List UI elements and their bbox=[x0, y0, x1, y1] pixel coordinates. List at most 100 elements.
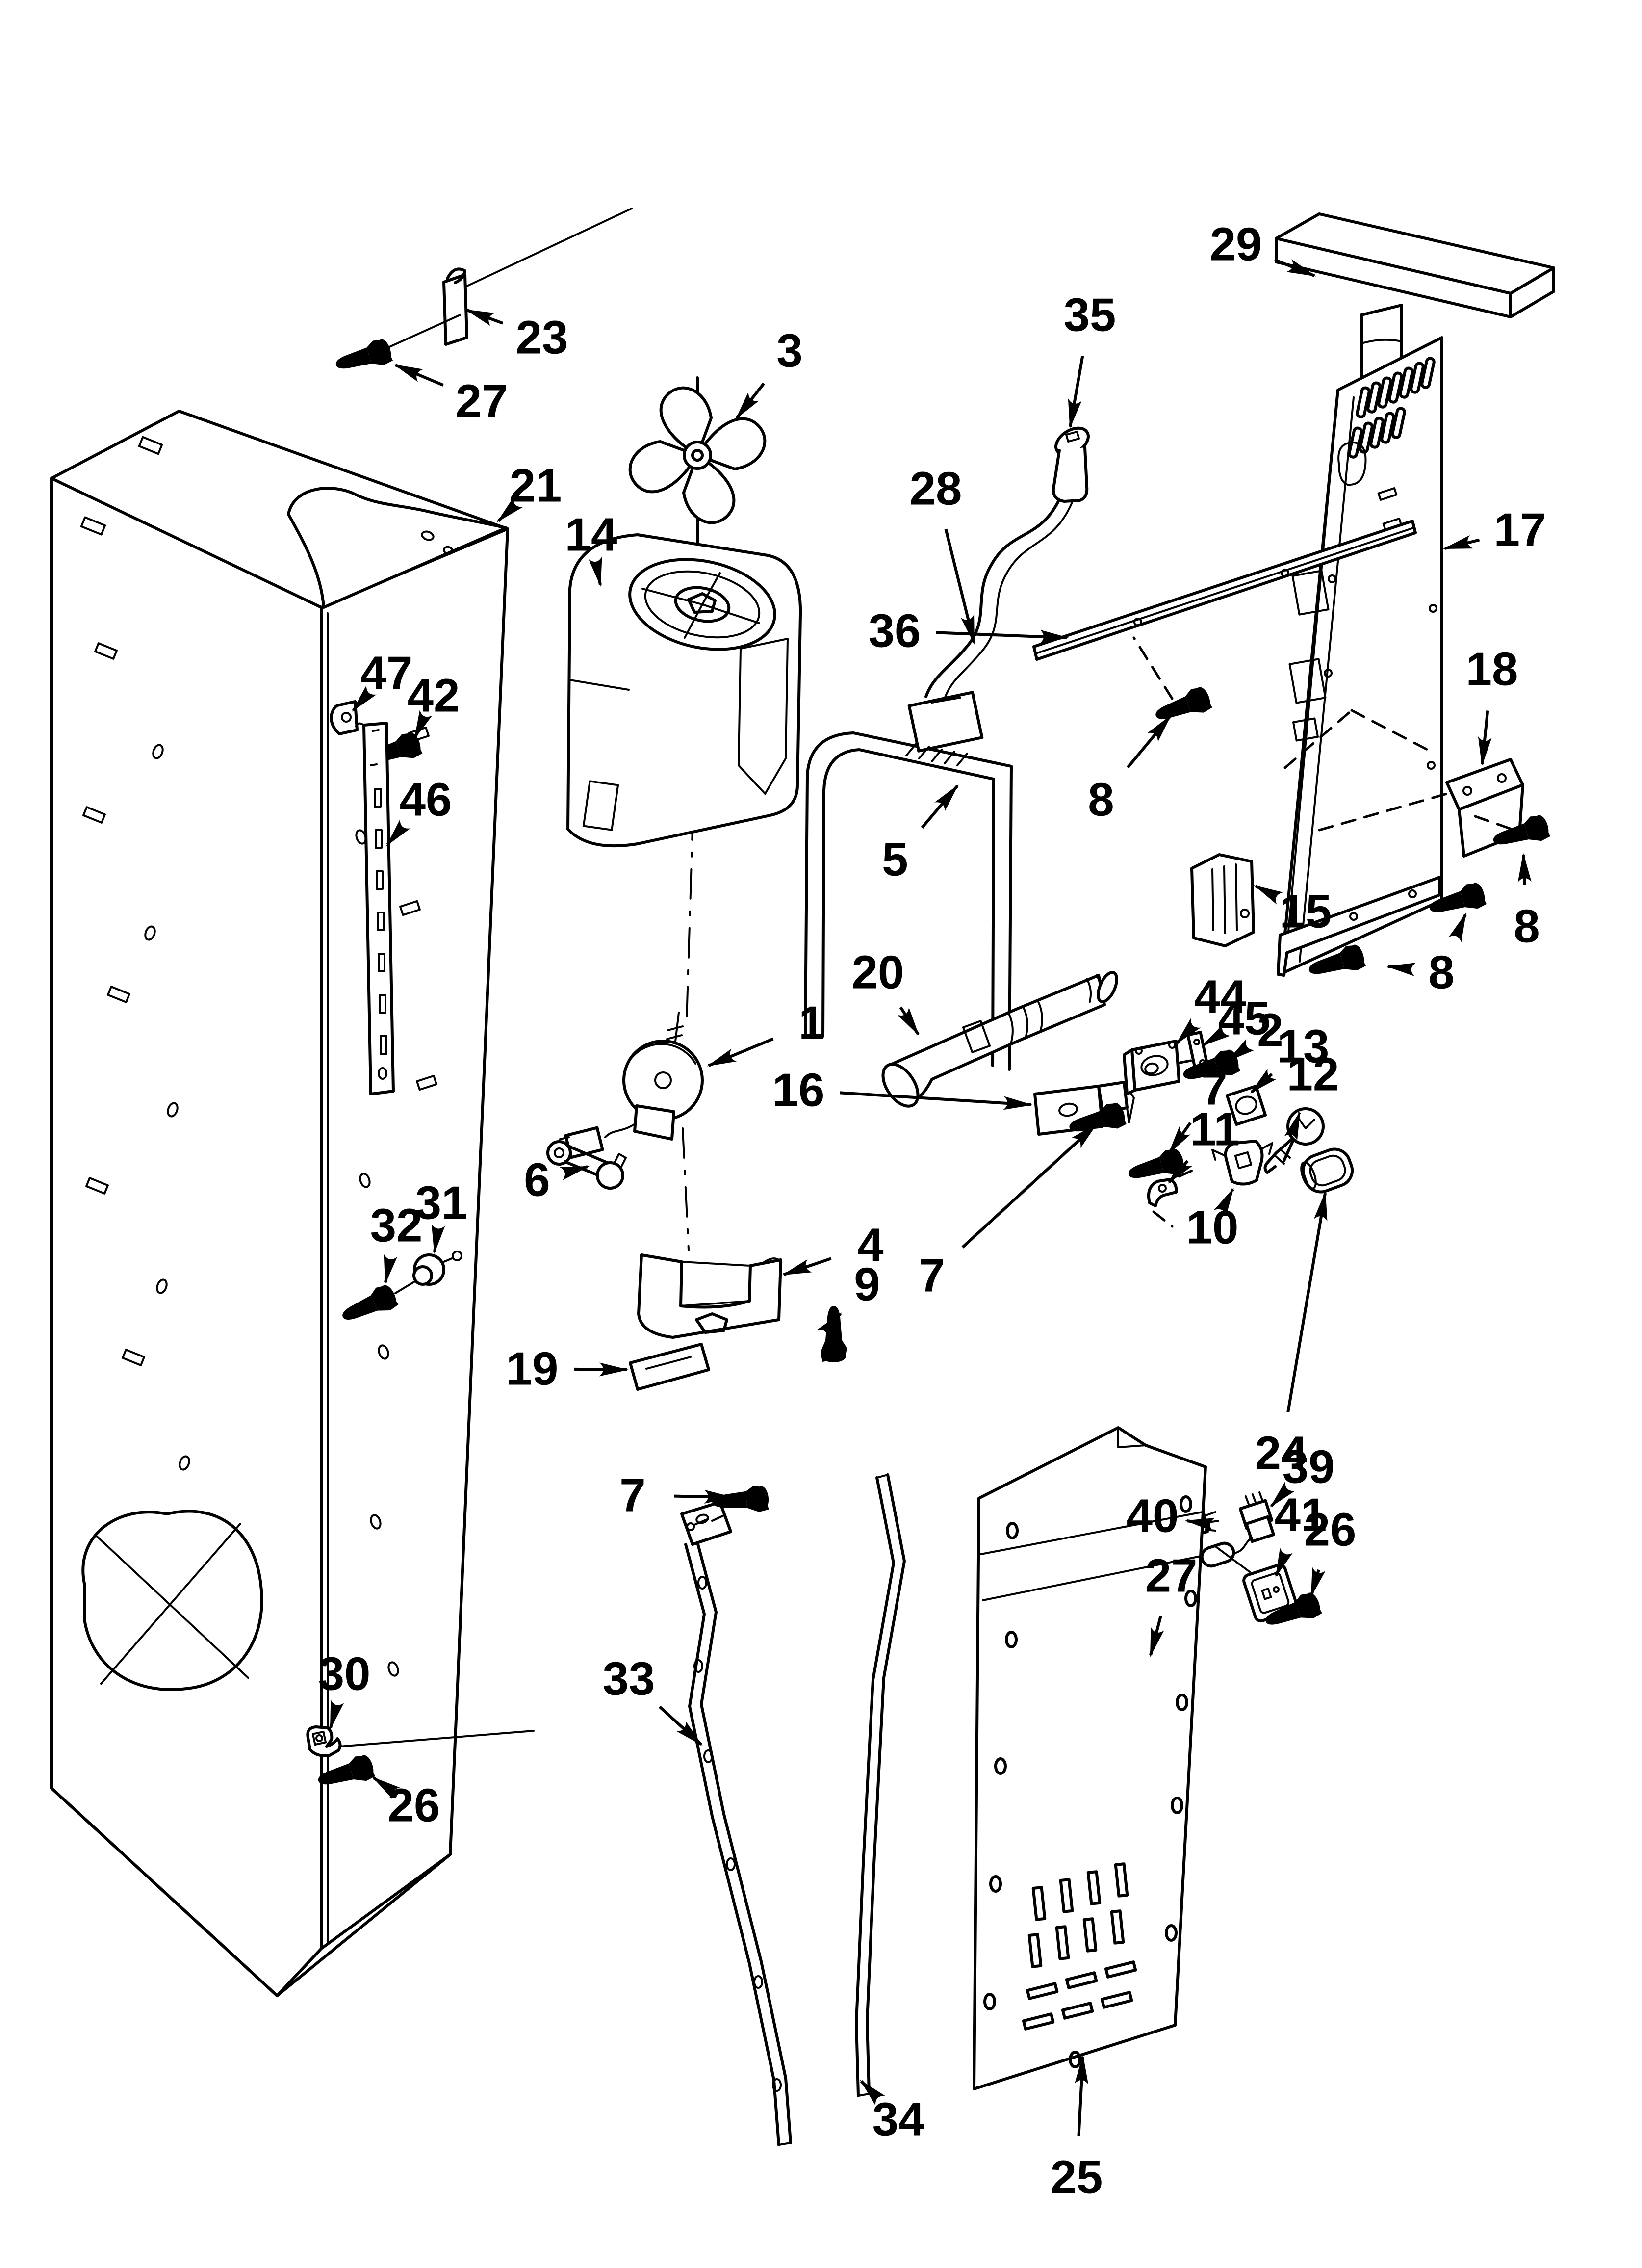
part-number-8: 8 bbox=[1428, 946, 1454, 999]
leader-arrow-8 bbox=[1517, 853, 1532, 885]
callout-8: 8 bbox=[1088, 714, 1172, 826]
callout-39: 39 bbox=[1270, 1441, 1334, 1508]
part-number-30: 30 bbox=[318, 1648, 371, 1700]
leader-arrow-25 bbox=[1075, 2055, 1089, 2136]
part-25-lower-cover-panel bbox=[973, 1426, 1207, 2090]
callout-34: 34 bbox=[860, 2080, 924, 2146]
leader-arrow-9 bbox=[817, 1312, 842, 1339]
callout-9: 9 bbox=[817, 1258, 880, 1339]
leader-arrow-18 bbox=[1478, 710, 1492, 766]
part-13-gasket bbox=[1225, 1084, 1267, 1126]
callout-27: 27 bbox=[1145, 1550, 1198, 1657]
part-5-support-frame bbox=[804, 731, 1013, 1071]
part-number-7: 7 bbox=[619, 1469, 645, 1522]
callout-20: 20 bbox=[852, 946, 920, 1036]
part-number-4: 4 bbox=[857, 1219, 883, 1272]
part-28-wire-harness bbox=[905, 500, 1073, 766]
leader-arrow-26 bbox=[1310, 1567, 1326, 1597]
callout-31: 31 bbox=[415, 1177, 468, 1254]
callout-41: 41 bbox=[1275, 1489, 1327, 1578]
leader-arrow-8 bbox=[1386, 963, 1416, 977]
leader-arrow-6 bbox=[559, 1165, 590, 1180]
screw-axis-line bbox=[693, 1518, 709, 1526]
part-44-bracket-plate bbox=[1123, 1040, 1192, 1095]
part-15-grille-bracket bbox=[1190, 853, 1255, 947]
part-number-45: 45 bbox=[1218, 992, 1271, 1045]
callout-30: 30 bbox=[318, 1648, 371, 1730]
part-number-31: 31 bbox=[415, 1177, 468, 1229]
callout-29: 29 bbox=[1210, 218, 1316, 277]
leader-arrow-36 bbox=[936, 629, 1069, 644]
callout-35: 35 bbox=[1064, 289, 1116, 429]
part-number-9: 9 bbox=[854, 1258, 880, 1311]
part-number-21: 21 bbox=[510, 460, 562, 512]
leader-arrow-1 bbox=[707, 1037, 774, 1067]
part-17-evaporator-cover-panel bbox=[1280, 336, 1448, 975]
part-number-27: 27 bbox=[456, 375, 508, 428]
leader-arrow-7 bbox=[961, 1123, 1098, 1249]
part-number-2: 2 bbox=[1257, 1004, 1283, 1057]
screw-8-rail bbox=[1151, 684, 1214, 729]
leader-arrow-33 bbox=[658, 1705, 703, 1746]
leader-arrow-7 bbox=[1168, 1121, 1192, 1155]
leader-arrow-12 bbox=[1284, 1111, 1301, 1141]
part-number-40: 40 bbox=[1127, 1490, 1179, 1542]
callout-14: 14 bbox=[565, 509, 617, 587]
part-number-19: 19 bbox=[506, 1343, 559, 1395]
part-number-13: 13 bbox=[1277, 1020, 1330, 1073]
part-36-rail bbox=[1032, 520, 1417, 700]
leader-arrow-21 bbox=[497, 497, 523, 522]
cabinet-liner bbox=[50, 410, 509, 1997]
callout-26: 26 bbox=[372, 1776, 440, 1832]
callout-7: 7 bbox=[619, 1469, 734, 1522]
leader-arrow-19 bbox=[573, 1362, 629, 1377]
part-number-15: 15 bbox=[1280, 886, 1332, 938]
part-number-35: 35 bbox=[1064, 289, 1116, 341]
leader-arrow-11 bbox=[1168, 1157, 1193, 1184]
part-number-10: 10 bbox=[1186, 1201, 1239, 1254]
leader-arrow-42 bbox=[413, 710, 433, 740]
callout-12: 12 bbox=[1284, 1048, 1339, 1141]
callout-44: 44 bbox=[1176, 971, 1246, 1044]
part-number-14: 14 bbox=[565, 509, 617, 561]
callout-16: 16 bbox=[772, 1064, 1033, 1117]
leader-arrow-2 bbox=[1226, 1039, 1255, 1062]
callout-33: 33 bbox=[603, 1653, 703, 1746]
screw-27-top bbox=[332, 337, 394, 378]
leader-arrow-7 bbox=[674, 1489, 734, 1504]
part-33-side-strip bbox=[680, 1501, 792, 2146]
callout-18: 18 bbox=[1466, 643, 1518, 766]
part-number-5: 5 bbox=[882, 834, 908, 886]
leader-arrow-44 bbox=[1176, 1018, 1201, 1044]
leader-arrow-5 bbox=[921, 784, 959, 829]
callout-42: 42 bbox=[408, 670, 460, 740]
callout-4: 4 bbox=[782, 1219, 884, 1276]
callout-6: 6 bbox=[524, 1154, 590, 1206]
callout-23: 23 bbox=[465, 309, 568, 364]
leader-arrow-27 bbox=[1149, 1616, 1164, 1657]
part-number-16: 16 bbox=[772, 1064, 825, 1117]
part-number-1: 1 bbox=[798, 997, 824, 1049]
part-number-32: 32 bbox=[370, 1199, 423, 1252]
callout-7: 7 bbox=[1168, 1063, 1228, 1155]
part-number-12: 12 bbox=[1287, 1048, 1339, 1101]
leader-arrow-26 bbox=[372, 1776, 401, 1799]
leader-arrow-4 bbox=[782, 1257, 832, 1276]
part-number-17: 17 bbox=[1494, 504, 1546, 556]
part-3-fan-blade bbox=[628, 376, 767, 1022]
leader-arrow-15 bbox=[1254, 885, 1283, 905]
callout-47: 47 bbox=[352, 647, 412, 712]
part-number-26: 26 bbox=[388, 1779, 440, 1832]
callout-40: 40 bbox=[1127, 1490, 1215, 1542]
screw-9 bbox=[821, 1306, 847, 1362]
callout-36: 36 bbox=[869, 605, 1069, 657]
callout-27: 27 bbox=[393, 364, 508, 428]
leader-arrow-20 bbox=[897, 1006, 920, 1036]
callout-7: 7 bbox=[919, 1123, 1098, 1302]
callout-5: 5 bbox=[882, 784, 959, 886]
part-number-27: 27 bbox=[1145, 1550, 1198, 1602]
leader-arrow-13 bbox=[1250, 1069, 1277, 1094]
part-number-18: 18 bbox=[1466, 643, 1518, 696]
part-number-25: 25 bbox=[1051, 2151, 1103, 2204]
leader-arrow-27 bbox=[393, 364, 444, 387]
